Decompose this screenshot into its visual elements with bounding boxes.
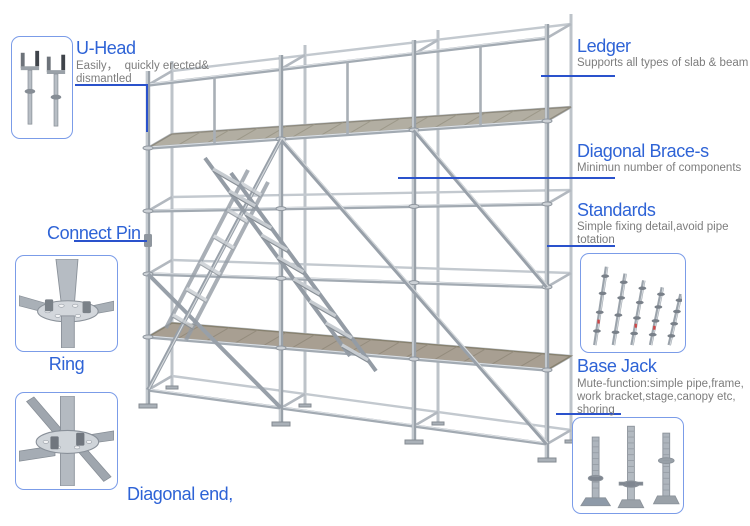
diagonal-brace-title: Diagonal Brace-s bbox=[577, 141, 709, 161]
connect-pin-sleeve bbox=[144, 234, 152, 247]
rear-standards bbox=[170, 14, 573, 440]
diagonal-end-label-line1: Diagonal end, bbox=[127, 484, 233, 504]
base-jack-photo bbox=[580, 425, 680, 509]
base-jack-desc-line2: work bracket,stage,canopy etc, bbox=[577, 391, 736, 403]
standards-title: Standards bbox=[577, 200, 656, 220]
standards-photo bbox=[593, 266, 682, 346]
u-head-leader-line bbox=[75, 84, 148, 132]
standards-photo-box bbox=[580, 253, 686, 353]
u-head-title: U-Head bbox=[76, 38, 136, 58]
rear-ledgers bbox=[171, 22, 572, 432]
stairway bbox=[164, 156, 378, 373]
standards-desc-line1: Simple fixing detail,avoid pipe bbox=[577, 221, 729, 233]
diagonal-brace-desc: Minimun number of components bbox=[577, 162, 742, 174]
u-head-desc-line2: dismantled bbox=[76, 73, 132, 85]
ring-photo bbox=[19, 259, 114, 348]
ring-photo-box bbox=[15, 255, 118, 352]
base-plates bbox=[138, 385, 578, 463]
ledger-desc: Supports all types of slab & beam bbox=[577, 57, 749, 69]
u-head-photo-box bbox=[11, 36, 73, 139]
diagonal-end-photo bbox=[19, 396, 114, 486]
standards-desc-line2: totation bbox=[577, 234, 615, 246]
u-head-desc-line1: Easily， quickly erected& bbox=[76, 60, 209, 72]
u-head-photo bbox=[20, 50, 66, 127]
ledger-title: Ledger bbox=[577, 36, 631, 56]
base-jack-title: Base Jack bbox=[577, 356, 657, 376]
base-jack-desc-line3: shoring bbox=[577, 404, 615, 416]
base-jack-photo-box bbox=[572, 417, 684, 514]
ring-title: Ring bbox=[48, 354, 85, 374]
connect-pin-title: Connect Pin bbox=[47, 223, 141, 243]
diagonal-braces bbox=[146, 128, 549, 446]
main-stair-flight bbox=[203, 156, 378, 373]
rosette-discs bbox=[142, 118, 553, 373]
diagonal-end-photo-box bbox=[15, 392, 118, 490]
top-deck-platform bbox=[147, 106, 572, 149]
diagonal-end-label: Diagonal end, ledger end and disc bbox=[127, 452, 277, 526]
guardrail-posts bbox=[213, 46, 482, 144]
base-jack-desc-line1: Mute-function:simple pipe,frame, bbox=[577, 378, 744, 390]
